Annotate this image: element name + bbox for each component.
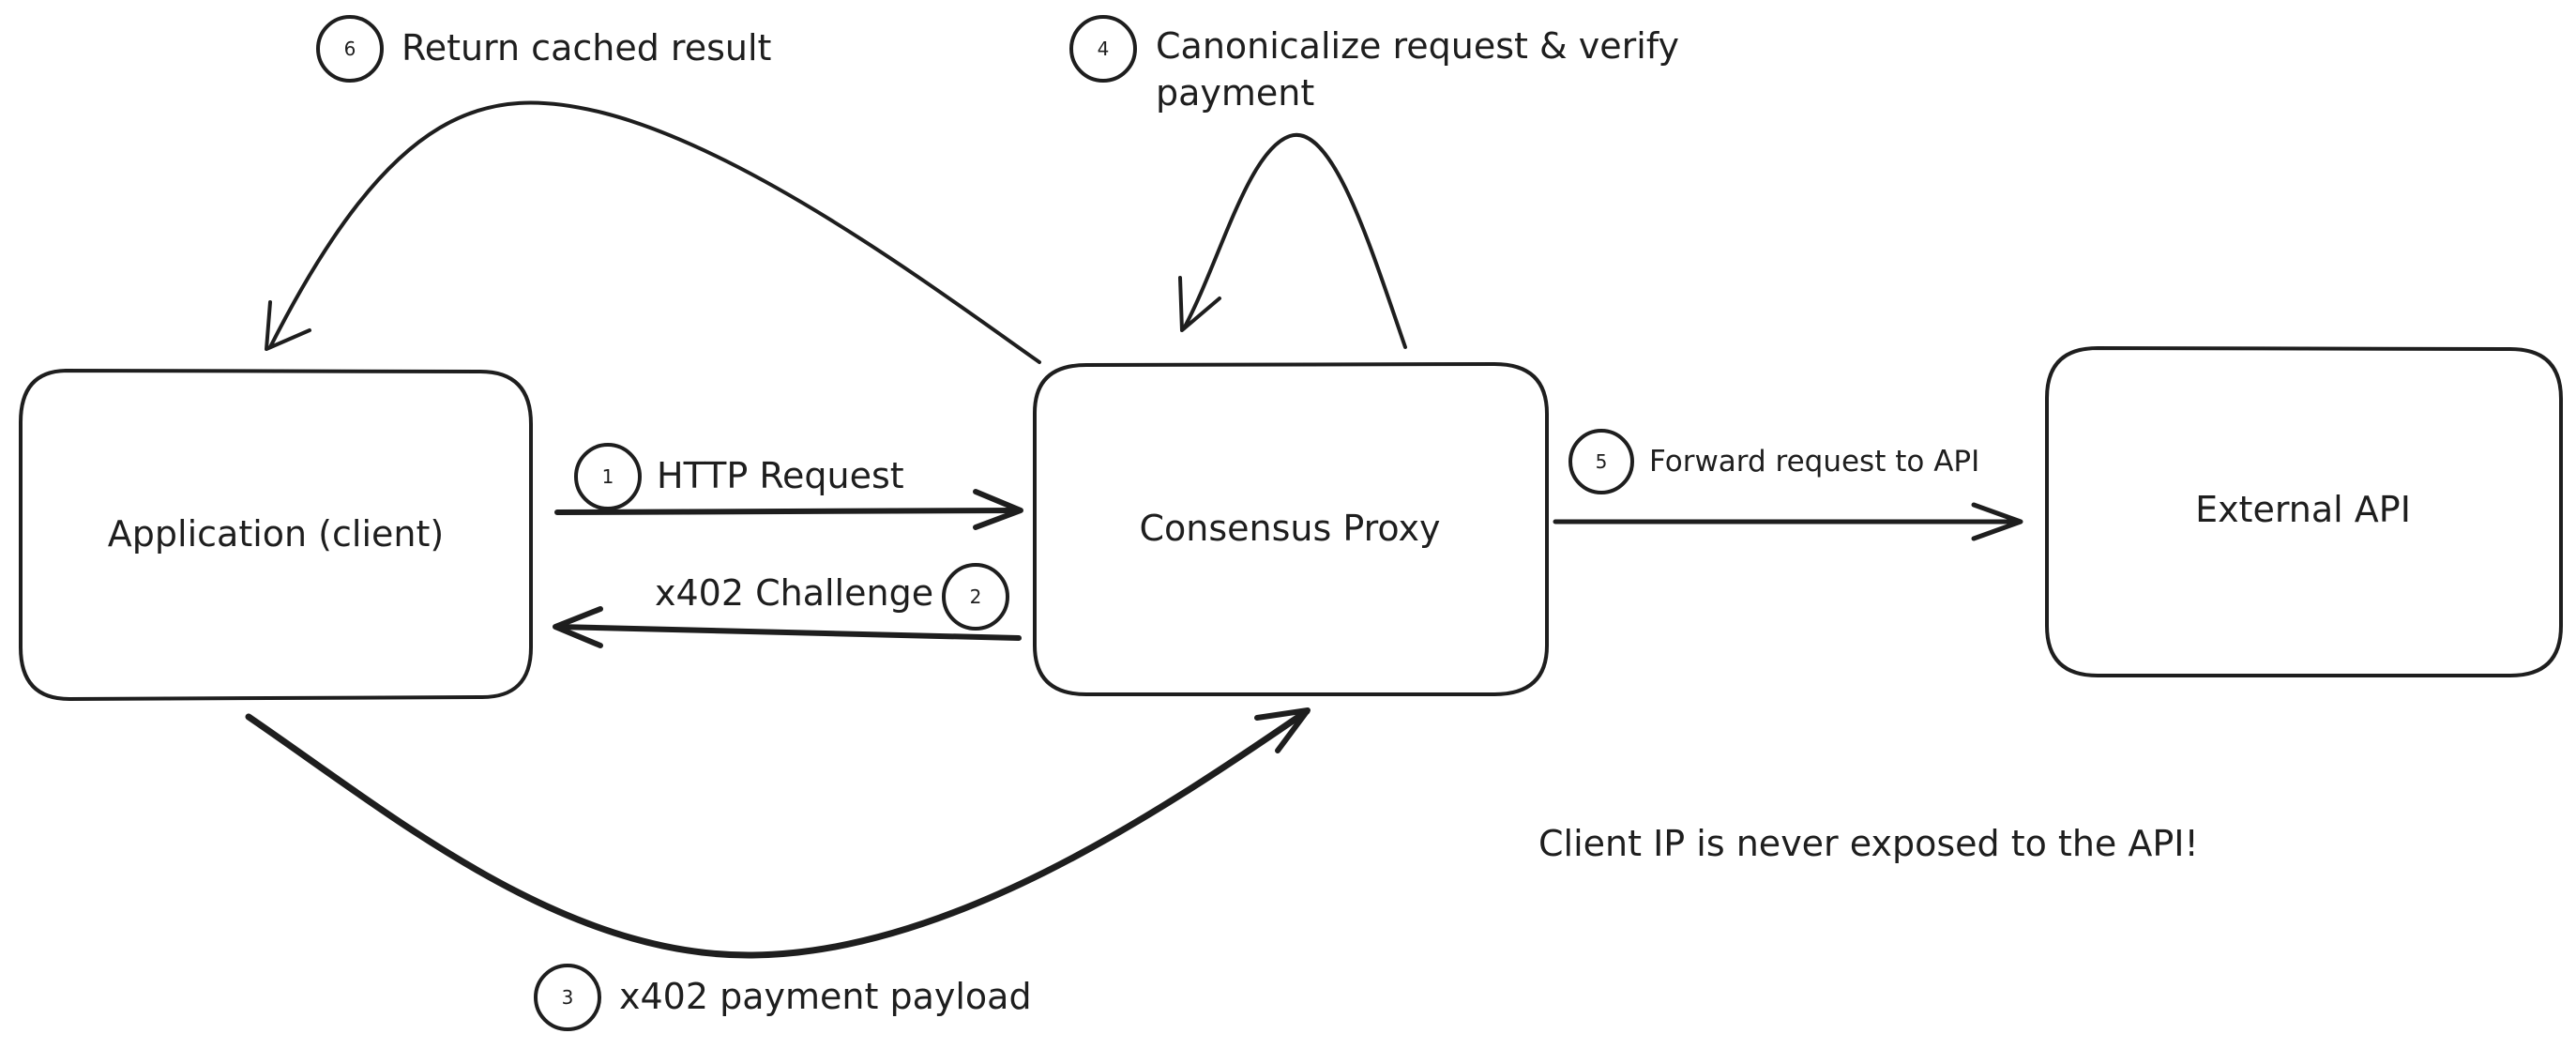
api-label: External API xyxy=(2195,489,2411,530)
step-5-label: Forward request to API xyxy=(1649,445,1979,479)
step-3-badge: 3 xyxy=(534,964,601,1031)
arrow-return-cached xyxy=(265,100,1041,364)
arrow-canonicalize-loop xyxy=(1178,132,1407,349)
api-box xyxy=(2045,346,2563,677)
step-5-badge: 5 xyxy=(1568,429,1634,494)
client-box xyxy=(19,369,533,701)
step-3-label: x402 payment payload xyxy=(619,976,1032,1017)
step-2-label: x402 Challenge xyxy=(655,572,933,614)
svg-text:4: 4 xyxy=(1098,38,1110,60)
arrow-payment-payload xyxy=(245,707,1311,959)
step-4-badge: 4 xyxy=(1069,15,1137,83)
svg-text:3: 3 xyxy=(562,986,574,1009)
step-1-badge: 1 xyxy=(574,443,642,510)
step-6-badge: 6 xyxy=(316,15,384,83)
arrow-x402-challenge xyxy=(553,606,1022,648)
svg-text:1: 1 xyxy=(602,465,614,488)
step-4-label-line1: Canonicalize request & verify xyxy=(1156,25,1679,67)
client-label: Application (client) xyxy=(108,513,444,555)
privacy-note: Client IP is never exposed to the API! xyxy=(1538,823,2199,864)
step-4-label-line2: payment xyxy=(1156,72,1314,114)
arrow-forward-request xyxy=(1553,502,2023,541)
svg-text:5: 5 xyxy=(1596,450,1608,473)
proxy-label: Consensus Proxy xyxy=(1140,508,1441,549)
step-6-label: Return cached result xyxy=(402,27,771,68)
arrow-http-request xyxy=(554,489,1023,530)
client-node: Application (client) xyxy=(19,369,533,701)
api-node: External API xyxy=(2045,346,2563,677)
step-1-label: HTTP Request xyxy=(657,455,904,496)
proxy-box xyxy=(1033,362,1549,696)
svg-text:6: 6 xyxy=(344,38,356,60)
svg-text:2: 2 xyxy=(970,585,982,608)
step-2-badge: 2 xyxy=(942,563,1009,631)
proxy-node: Consensus Proxy xyxy=(1033,362,1549,696)
